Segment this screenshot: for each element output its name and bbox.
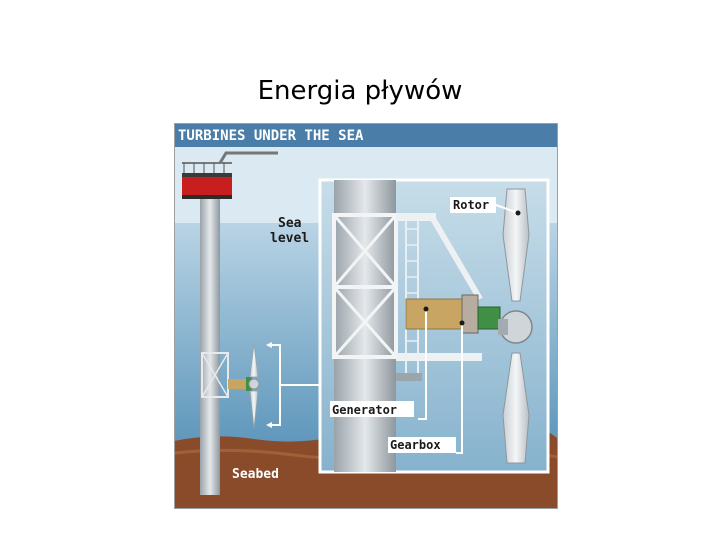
rotor-label: Rotor (453, 198, 489, 212)
platform (182, 177, 232, 195)
sea-level-label-line1: Sea (278, 216, 302, 231)
generator (406, 299, 468, 329)
tidal-turbine-diagram: TURBINES UNDER THE SEA Sea level Seabed (174, 123, 558, 509)
gearbox (478, 307, 500, 329)
sea-level-label-line2: level (270, 231, 309, 246)
seabed-label: Seabed (232, 467, 279, 482)
tower-column (200, 195, 220, 495)
slide-title: Energia pływów (0, 76, 720, 106)
generator-label: Generator (332, 403, 397, 417)
gearbox-label: Gearbox (390, 438, 441, 452)
diagram-header: TURBINES UNDER THE SEA (178, 128, 364, 144)
small-generator (228, 379, 248, 389)
